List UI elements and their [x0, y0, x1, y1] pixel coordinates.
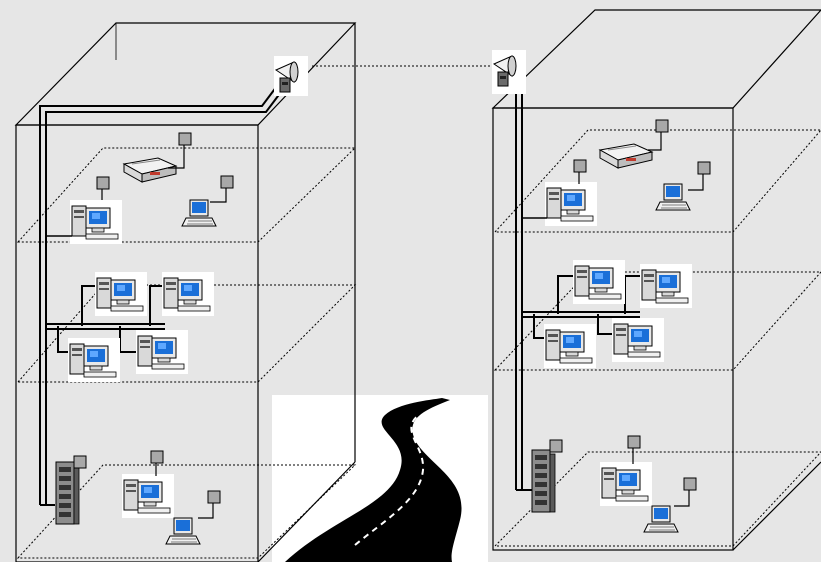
building-right [491, 9, 821, 551]
tag-box [73, 455, 87, 469]
desktop-pc-icon [136, 330, 188, 374]
road-icon [272, 395, 488, 562]
cable-riser [515, 88, 532, 491]
floor-slab-3 [16, 147, 357, 243]
floor-slab-2 [16, 284, 357, 383]
laptop-icon [181, 199, 217, 227]
floor-slab-3 [493, 129, 821, 233]
desktop-pc-icon [122, 474, 174, 518]
desktop-pc-icon [95, 272, 147, 316]
laptop-icon [655, 183, 691, 211]
server-rack-icon [55, 461, 80, 525]
laptop-icon [165, 517, 201, 545]
desktop-pc-icon [68, 338, 120, 382]
printer-icon [123, 157, 177, 183]
tag-box [573, 159, 587, 173]
tag-box [655, 119, 669, 133]
tag-box [549, 439, 563, 453]
tag-box [150, 450, 164, 464]
cable-riser [39, 81, 285, 506]
desktop-pc-icon [544, 324, 596, 368]
desktop-pc-icon [162, 272, 214, 316]
tag-box [178, 132, 192, 146]
desktop-pc-icon [70, 200, 122, 244]
laptop-icon [643, 505, 679, 533]
antenna-icon [492, 50, 526, 94]
floor-slab-1 [493, 451, 821, 547]
tag-box [627, 435, 641, 449]
tag-box [220, 175, 234, 189]
desktop-pc-icon [600, 462, 652, 506]
server-rack-icon [531, 449, 556, 513]
desktop-pc-icon [545, 182, 597, 226]
tag-box [683, 477, 697, 491]
tag-box [697, 161, 711, 175]
antenna-icon [274, 56, 308, 96]
desktop-pc-icon [573, 260, 625, 304]
floor-slab-1 [16, 464, 357, 559]
desktop-pc-icon [612, 318, 664, 362]
tag-box [207, 490, 221, 504]
desktop-pc-icon [640, 264, 692, 308]
tag-box [96, 176, 110, 190]
building-left [14, 22, 357, 562]
printer-icon [599, 143, 653, 169]
